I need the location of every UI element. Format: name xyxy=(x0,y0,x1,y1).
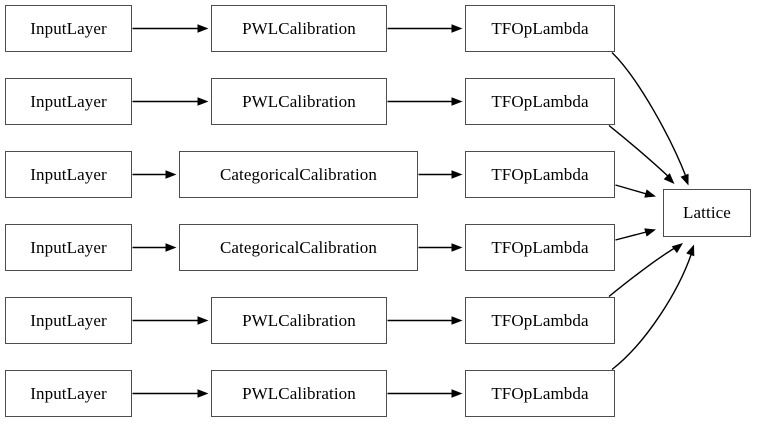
node-label: PWLCalibration xyxy=(242,310,356,330)
node-label: TFOpLambda xyxy=(491,310,589,330)
graph-edge-arrowhead xyxy=(644,228,656,237)
graph-edge-arrowhead xyxy=(451,243,463,252)
node-tfoplambda-5[interactable]: TFOpLambda xyxy=(465,297,615,344)
node-input-layer-3[interactable]: InputLayer xyxy=(5,151,132,198)
node-tfoplambda-6[interactable]: TFOpLambda xyxy=(465,370,615,417)
graph-edge-arrowhead xyxy=(197,97,209,106)
graph-edge-arrowhead xyxy=(671,243,683,254)
node-label: Lattice xyxy=(683,203,731,222)
node-input-layer-5[interactable]: InputLayer xyxy=(5,297,132,344)
graph-edge-arrowhead xyxy=(197,389,209,398)
node-label: InputLayer xyxy=(30,164,107,184)
node-categorical-calibration-2[interactable]: CategoricalCalibration xyxy=(179,224,418,271)
graph-edge-arrowhead xyxy=(680,173,689,186)
graph-edge-arrowhead xyxy=(686,244,695,257)
node-tfoplambda-2[interactable]: TFOpLambda xyxy=(465,78,615,125)
node-tfoplambda-4[interactable]: TFOpLambda xyxy=(465,224,615,271)
graph-edge-arrowhead xyxy=(451,316,463,325)
node-label: TFOpLambda xyxy=(491,383,589,403)
node-lattice[interactable]: Lattice xyxy=(663,189,751,237)
graph-edge-arrowhead xyxy=(663,173,675,184)
node-label: PWLCalibration xyxy=(242,91,356,111)
graph-edge xyxy=(608,245,679,298)
graph-edge xyxy=(611,251,693,371)
graph-edge-arrowhead xyxy=(197,316,209,325)
graph-edge xyxy=(615,184,651,196)
graph-edge-arrowhead xyxy=(197,24,209,33)
graph-edge-arrowhead xyxy=(644,189,656,198)
node-input-layer-6[interactable]: InputLayer xyxy=(5,370,132,417)
node-label: TFOpLambda xyxy=(491,164,589,184)
node-input-layer-4[interactable]: InputLayer xyxy=(5,224,132,271)
node-label: InputLayer xyxy=(30,237,107,257)
graph-edge-arrowhead xyxy=(451,389,463,398)
node-label: CategoricalCalibration xyxy=(219,164,378,184)
node-label: TFOpLambda xyxy=(491,91,589,111)
graph-edge-arrowhead xyxy=(165,170,177,179)
node-pwl-calibration-4[interactable]: PWLCalibration xyxy=(211,370,387,417)
node-input-layer-2[interactable]: InputLayer xyxy=(5,78,132,125)
node-input-layer-1[interactable]: InputLayer xyxy=(5,5,132,52)
node-label: PWLCalibration xyxy=(242,18,356,38)
node-pwl-calibration-2[interactable]: PWLCalibration xyxy=(211,78,387,125)
node-label: InputLayer xyxy=(30,18,107,38)
node-pwl-calibration-1[interactable]: PWLCalibration xyxy=(211,5,387,52)
graph-edge-arrowhead xyxy=(165,243,177,252)
node-label: TFOpLambda xyxy=(491,18,589,38)
graph-edge xyxy=(615,230,651,241)
node-label: PWLCalibration xyxy=(242,383,356,403)
graph-edge-arrowhead xyxy=(451,24,463,33)
node-label: InputLayer xyxy=(30,310,107,330)
graph-edge-arrowhead xyxy=(451,97,463,106)
graph-edge-arrowhead xyxy=(451,170,463,179)
node-pwl-calibration-3[interactable]: PWLCalibration xyxy=(211,297,387,344)
node-categorical-calibration-1[interactable]: CategoricalCalibration xyxy=(179,151,418,198)
node-label: TFOpLambda xyxy=(491,237,589,257)
node-label: InputLayer xyxy=(30,383,107,403)
node-tfoplambda-3[interactable]: TFOpLambda xyxy=(465,151,615,198)
graph-edge xyxy=(611,52,688,179)
node-tfoplambda-1[interactable]: TFOpLambda xyxy=(465,5,615,52)
node-label: CategoricalCalibration xyxy=(219,237,378,257)
graph-edge xyxy=(608,124,671,179)
node-label: InputLayer xyxy=(30,91,107,111)
